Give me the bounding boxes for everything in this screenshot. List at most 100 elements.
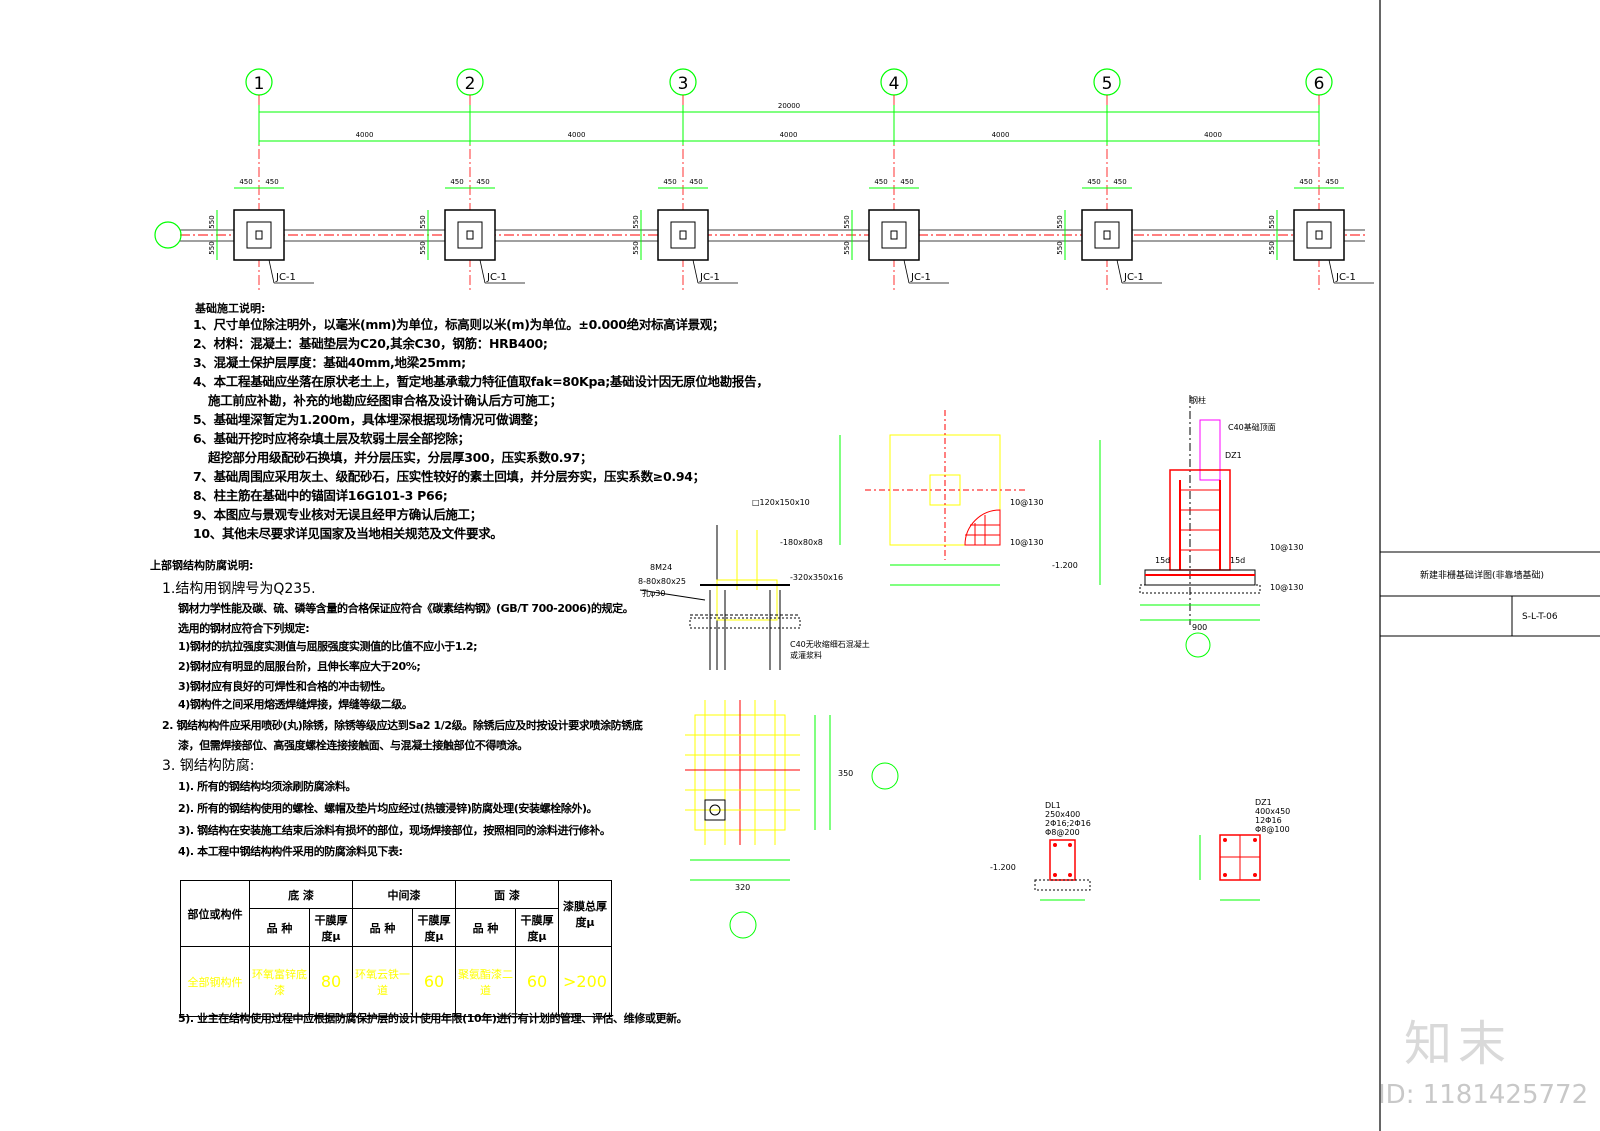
pad-dim-bottom-5: 550 xyxy=(1056,241,1064,254)
pad-dim-right-6: 450 xyxy=(1325,178,1338,186)
pad-dim-bottom-3: 550 xyxy=(632,241,640,254)
footing-pad-6 xyxy=(1293,209,1345,261)
footing-tag-4: JC-1 xyxy=(910,272,931,283)
label-bolts: 8M24 xyxy=(650,563,672,572)
title-block-name: 新建非栅基础详图(非靠墙基础) xyxy=(1420,571,1545,581)
notes-title: 基础施工说明: xyxy=(195,302,266,315)
column-base-section xyxy=(639,525,801,670)
pad-dim-left-4: 450 xyxy=(874,178,887,186)
pad-dim-bottom-2: 550 xyxy=(419,241,427,254)
td-base: 环氧富锌底漆 xyxy=(249,946,310,1017)
th-total: 漆膜总厚度μ xyxy=(558,880,612,947)
td-member: 全部钢构件 xyxy=(180,946,250,1017)
footing-pad-5 xyxy=(1081,209,1133,261)
dim-total: 20000 xyxy=(778,102,800,110)
axis-label-6: 6 xyxy=(1314,74,1325,94)
pad-dim-left-3: 450 xyxy=(663,178,676,186)
pad-dim-top-4: 550 xyxy=(843,215,851,228)
label-dz1-size: 400x450 xyxy=(1255,807,1290,816)
sheet-frame xyxy=(1379,0,1600,1131)
steel-l1d: 2)钢材应有明显的屈服台阶，且伸长率应大于20%; xyxy=(178,660,421,673)
pedestal-4 xyxy=(881,221,907,249)
base-plate-plan xyxy=(685,700,899,939)
axis-label-1: 1 xyxy=(254,74,265,94)
column-3 xyxy=(679,230,687,240)
label-steel-col: 钢柱 xyxy=(1190,395,1206,405)
label-stiffener: -180x80x8 xyxy=(780,538,823,547)
footing-tag-5: JC-1 xyxy=(1123,272,1144,283)
dz1-section xyxy=(1199,834,1261,901)
th-top-kind: 品 种 xyxy=(455,908,516,947)
footing-leader-5 xyxy=(1116,259,1123,284)
label-grout2: 或灌浆料 xyxy=(790,650,822,660)
column-2 xyxy=(466,230,474,240)
label-15d-left: 15d xyxy=(1155,556,1170,565)
pad-dim-right-4: 450 xyxy=(900,178,913,186)
label-plate: -320x350x16 xyxy=(790,573,843,582)
label-15d-right: 15d xyxy=(1230,556,1245,565)
label-column-tube: □120x150x10 xyxy=(752,498,810,507)
pedestal-2 xyxy=(457,221,483,249)
steel-l1b: 选用的钢材应符合下列规定: xyxy=(178,622,310,635)
steel-l2b: 漆，但需焊接部位、高强度螺栓连接接触面、与混凝土接触部位不得喷涂。 xyxy=(178,739,528,752)
th-base-dft: 干膜厚度μ xyxy=(309,908,353,947)
steel-l3a: 1). 所有的钢结构均须涂刷防腐涂料。 xyxy=(178,780,357,793)
steel-l3c: 3). 钢结构在安装施工结束后涂料有损坏的部位，现场焊接部位，按照相同的涂料进行… xyxy=(178,824,611,837)
note-line-1: 1、尺寸单位除注明外，以毫米(mm)为单位，标高则以米(m)为单位。±0.000… xyxy=(193,317,725,332)
steel-l2: 2. 钢结构构件应采用喷砂(丸)除锈，除锈等级应达到Sa2 1/2级。除锈后应及… xyxy=(162,719,643,732)
dim-span-3: 4000 xyxy=(780,131,798,139)
pad-dim-bottom-4: 550 xyxy=(843,241,851,254)
note-line-2: 2、材料：混凝土：基础垫层为C20,其余C30，钢筋：HRB400; xyxy=(193,336,548,351)
axis-label-5: 5 xyxy=(1102,74,1113,94)
pad-dim-left-2: 450 xyxy=(450,178,463,186)
note-line-3: 3、混凝土保护层厚度：基础40mm,地梁25mm; xyxy=(193,355,466,370)
td-total: >200 xyxy=(558,946,612,1017)
footing-tag-2: JC-1 xyxy=(486,272,507,283)
pad-dim-top-1: 550 xyxy=(208,215,216,228)
pad-dim-right-5: 450 xyxy=(1113,178,1126,186)
steel-l1: 1.结构用钢牌号为Q235. xyxy=(162,581,316,597)
label-dz-tag: DZ1 xyxy=(1225,451,1242,460)
pedestal-6 xyxy=(1306,221,1332,249)
note-line-8: 超挖部分用级配砂石换填，并分层压实，分层厚300，压实系数0.97； xyxy=(208,450,593,465)
axis-label-2: 2 xyxy=(465,74,476,94)
pad-dim-left-1: 450 xyxy=(239,178,252,186)
steel-l1a: 钢材力学性能及碳、硫、磷等含量的合格保证应符合《碳素结构钢》(GB/T 700-… xyxy=(178,602,634,615)
note-line-6: 5、基础埋深暂定为1.200m，具体埋深根据现场情况可做调整； xyxy=(193,412,545,427)
label-dl1-stirrup: Φ8@200 xyxy=(1045,828,1080,837)
footing-leader-2 xyxy=(479,259,486,284)
th-mid-dft: 干膜厚度μ xyxy=(412,908,456,947)
footing-pad-1 xyxy=(233,209,285,261)
watermark-logo: 知末 xyxy=(1404,1016,1513,1072)
pedestal-section xyxy=(1099,395,1261,658)
footing-pad-4 xyxy=(868,209,920,261)
column-1 xyxy=(255,230,263,240)
th-mid: 中间漆 xyxy=(352,880,456,909)
steel-l3b: 2). 所有的钢结构使用的螺栓、螺帽及垫片均应经过(热镀浸锌)防腐处理(安装螺栓… xyxy=(178,802,598,815)
label-dl1-rebar: 2Φ16;2Φ16 xyxy=(1045,819,1091,828)
pad-dim-right-2: 450 xyxy=(476,178,489,186)
dl1-section xyxy=(1034,839,1091,901)
label-rebar-3: 10@130 xyxy=(1270,543,1303,552)
pedestal-5 xyxy=(1094,221,1120,249)
dim-span-4: 4000 xyxy=(992,131,1010,139)
dim-span-1: 4000 xyxy=(356,131,374,139)
td-mid-dft: 60 xyxy=(412,946,456,1017)
pedestal-1 xyxy=(246,221,272,249)
td-mid: 环氧云铁一道 xyxy=(352,946,413,1017)
footing-tag-3: JC-1 xyxy=(699,272,720,283)
footing-pad-2 xyxy=(444,209,496,261)
label-dl1-size: 250x400 xyxy=(1045,810,1080,819)
title-block-number: S-L-T-06 xyxy=(1522,612,1558,622)
note-line-12: 10、其他未尽要求详见国家及当地相关规范及文件要求。 xyxy=(193,526,503,541)
steel-title: 上部钢结构防腐说明: xyxy=(150,559,254,572)
td-top: 聚氨酯漆二道 xyxy=(455,946,516,1017)
watermark-id: ID: 1181425772 xyxy=(1378,1080,1589,1110)
footing-leader-1 xyxy=(268,259,275,284)
note-line-5: 施工前应补勘，补充的地勘应经图审合格及设计确认后方可施工； xyxy=(208,393,562,408)
label-rebar-4: 10@130 xyxy=(1270,583,1303,592)
label-bp-width: 320 xyxy=(735,883,750,892)
column-6 xyxy=(1315,230,1323,240)
